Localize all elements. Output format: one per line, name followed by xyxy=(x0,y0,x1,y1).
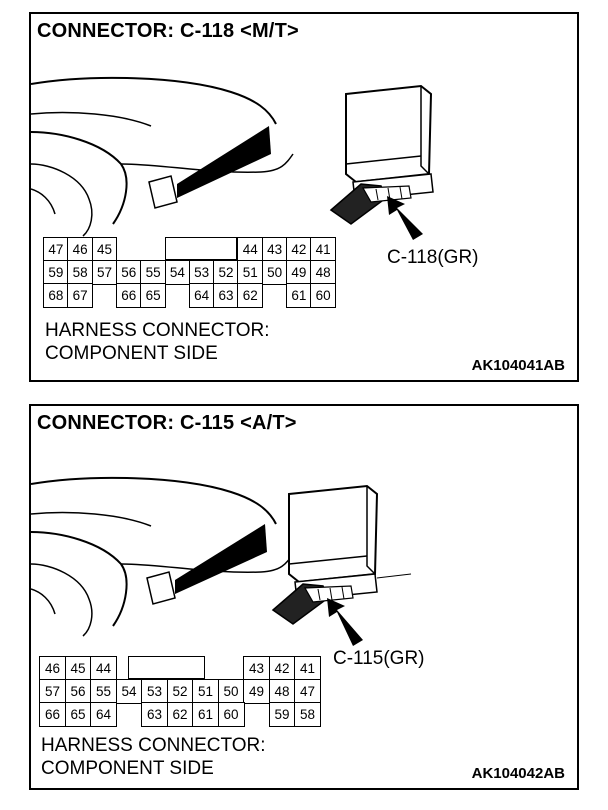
pin-63: 63 xyxy=(141,702,168,727)
dashboard-illustration xyxy=(31,476,412,646)
pin-41: 41 xyxy=(294,656,321,681)
pin-59: 59 xyxy=(43,260,69,285)
pin-46: 46 xyxy=(39,656,66,681)
pin-53: 53 xyxy=(141,679,168,704)
connector-panel-c118: CONNECTOR: C-118 <M/T> C-118 xyxy=(29,12,579,382)
pin-59: 59 xyxy=(268,702,296,727)
caption-line1: HARNESS CONNECTOR: xyxy=(41,735,266,756)
pin-57: 57 xyxy=(39,679,66,704)
pin-45: 45 xyxy=(64,656,92,681)
pin-54: 54 xyxy=(115,679,143,704)
pin-64: 64 xyxy=(90,702,117,727)
pin-62: 62 xyxy=(166,702,194,727)
pin-43: 43 xyxy=(243,656,270,681)
pin-54: 54 xyxy=(164,260,191,285)
pin-50: 50 xyxy=(217,679,245,704)
caption: HARNESS CONNECTOR: COMPONENT SIDE xyxy=(45,319,270,365)
pin-65: 65 xyxy=(64,702,92,727)
pin-57: 57 xyxy=(91,260,118,285)
pin-64: 64 xyxy=(188,283,215,308)
pin-50: 50 xyxy=(261,260,288,285)
pin-62: 62 xyxy=(237,283,264,308)
caption-line1: HARNESS CONNECTOR: xyxy=(45,320,270,341)
pin-65: 65 xyxy=(140,283,166,308)
pin-66: 66 xyxy=(115,283,142,308)
pin-60: 60 xyxy=(217,702,245,727)
pin-47: 47 xyxy=(43,237,69,262)
pin-56: 56 xyxy=(115,260,142,285)
pin-60: 60 xyxy=(310,283,337,308)
pin-52: 52 xyxy=(166,679,194,704)
pin-56: 56 xyxy=(64,679,92,704)
pin-49: 49 xyxy=(286,260,312,285)
pin-46: 46 xyxy=(67,237,94,262)
pin-53: 53 xyxy=(188,260,215,285)
pin-51: 51 xyxy=(237,260,264,285)
pin-49: 49 xyxy=(243,679,270,704)
pin-48: 48 xyxy=(268,679,296,704)
pin-55: 55 xyxy=(140,260,166,285)
figure-code: AK104041AB xyxy=(471,357,565,374)
pin-52: 52 xyxy=(213,260,239,285)
arrow-icon xyxy=(327,598,363,646)
panel-title: CONNECTOR: C-118 <M/T> xyxy=(37,20,299,42)
pin-44: 44 xyxy=(90,656,117,681)
panel-title: CONNECTOR: C-115 <A/T> xyxy=(37,412,297,434)
pin-42: 42 xyxy=(268,656,296,681)
pin-58: 58 xyxy=(67,260,94,285)
ecu-module xyxy=(271,484,412,625)
connector-label: C-118(GR) xyxy=(387,247,479,268)
ecu-module xyxy=(329,84,434,225)
pin-48: 48 xyxy=(310,260,337,285)
figure-code: AK104042AB xyxy=(471,765,565,782)
pin-58: 58 xyxy=(294,702,321,727)
pin-68: 68 xyxy=(43,283,69,308)
pin-61: 61 xyxy=(192,702,219,727)
pin-67: 67 xyxy=(67,283,94,308)
connector-label: C-115(GR) xyxy=(333,648,425,669)
caption-line2: COMPONENT SIDE xyxy=(45,343,218,364)
pin-51: 51 xyxy=(192,679,219,704)
pin-42: 42 xyxy=(286,237,312,262)
pin-66: 66 xyxy=(39,702,66,727)
pin-43: 43 xyxy=(261,237,288,262)
pin-cavity-blank xyxy=(128,656,205,679)
pin-cavity-blank xyxy=(164,237,238,260)
caption-line2: COMPONENT SIDE xyxy=(41,758,214,779)
pin-41: 41 xyxy=(310,237,337,262)
pin-44: 44 xyxy=(237,237,264,262)
pin-63: 63 xyxy=(213,283,239,308)
pin-45: 45 xyxy=(91,237,118,262)
caption: HARNESS CONNECTOR: COMPONENT SIDE xyxy=(41,734,266,780)
pin-61: 61 xyxy=(286,283,312,308)
pin-47: 47 xyxy=(294,679,321,704)
arrow-icon xyxy=(387,196,423,240)
dashboard-illustration xyxy=(31,76,434,240)
pin-55: 55 xyxy=(90,679,117,704)
